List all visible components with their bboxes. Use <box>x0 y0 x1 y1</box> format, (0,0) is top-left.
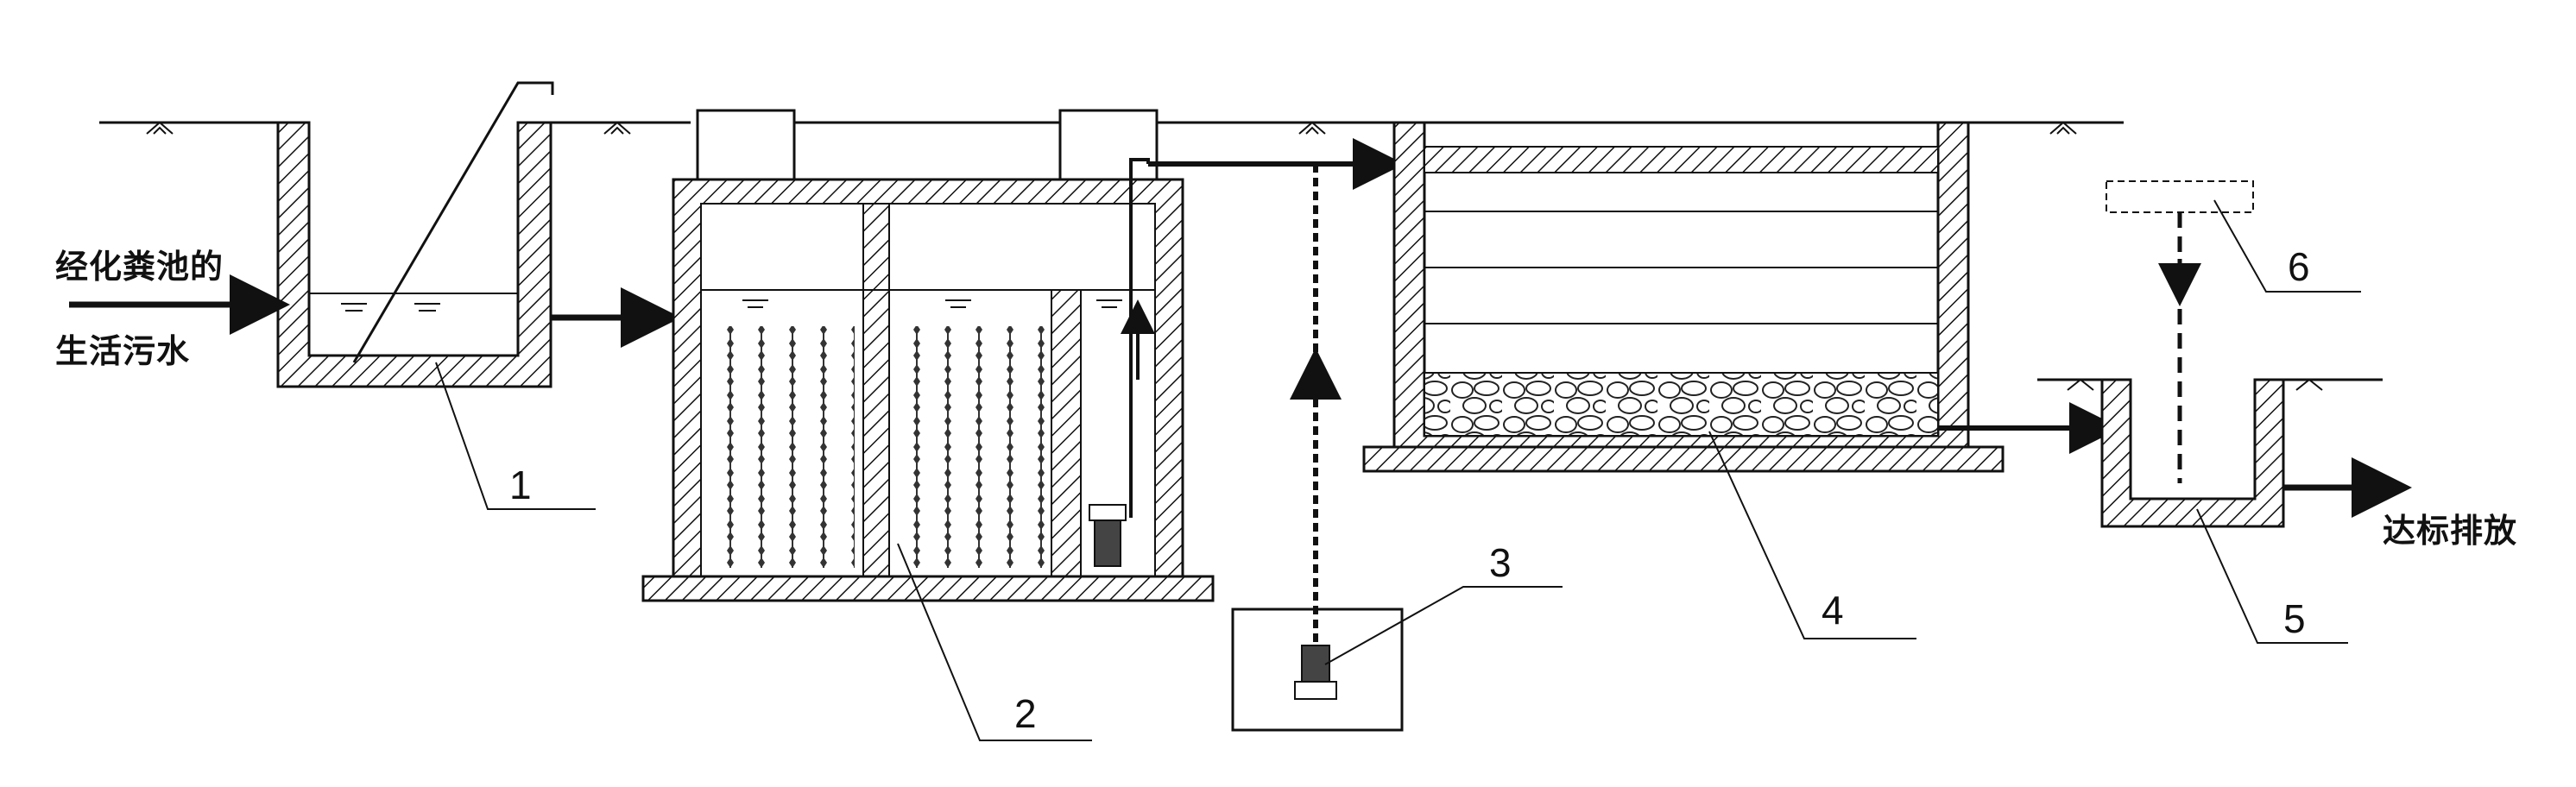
callout-4: 4 <box>1822 588 1844 633</box>
callout-1: 1 <box>509 463 532 507</box>
inlet-label-line2: 生活污水 <box>55 332 191 370</box>
tank-4-filter-bed <box>1362 121 2005 473</box>
pump-well-3 <box>1231 164 1404 732</box>
callout-3: 3 <box>1489 540 1512 585</box>
inlet-label-line1: 经化粪池的 <box>55 248 224 286</box>
callout-leaders <box>435 199 2361 741</box>
callout-5: 5 <box>2283 596 2306 641</box>
submersible-pump-icon <box>1089 504 1127 567</box>
callout-2: 2 <box>1014 691 1037 736</box>
tank-5-outlet-pit <box>2100 378 2285 528</box>
tank-2-contact-oxidation <box>641 109 1215 602</box>
ground-symbols <box>146 121 2323 391</box>
outlet-label: 达标排放 <box>2383 512 2518 550</box>
tank-1-collection-pit <box>276 81 554 388</box>
callout-6: 6 <box>2288 244 2310 289</box>
dosing-device-6 <box>2106 180 2254 483</box>
ground-line <box>99 121 2383 381</box>
